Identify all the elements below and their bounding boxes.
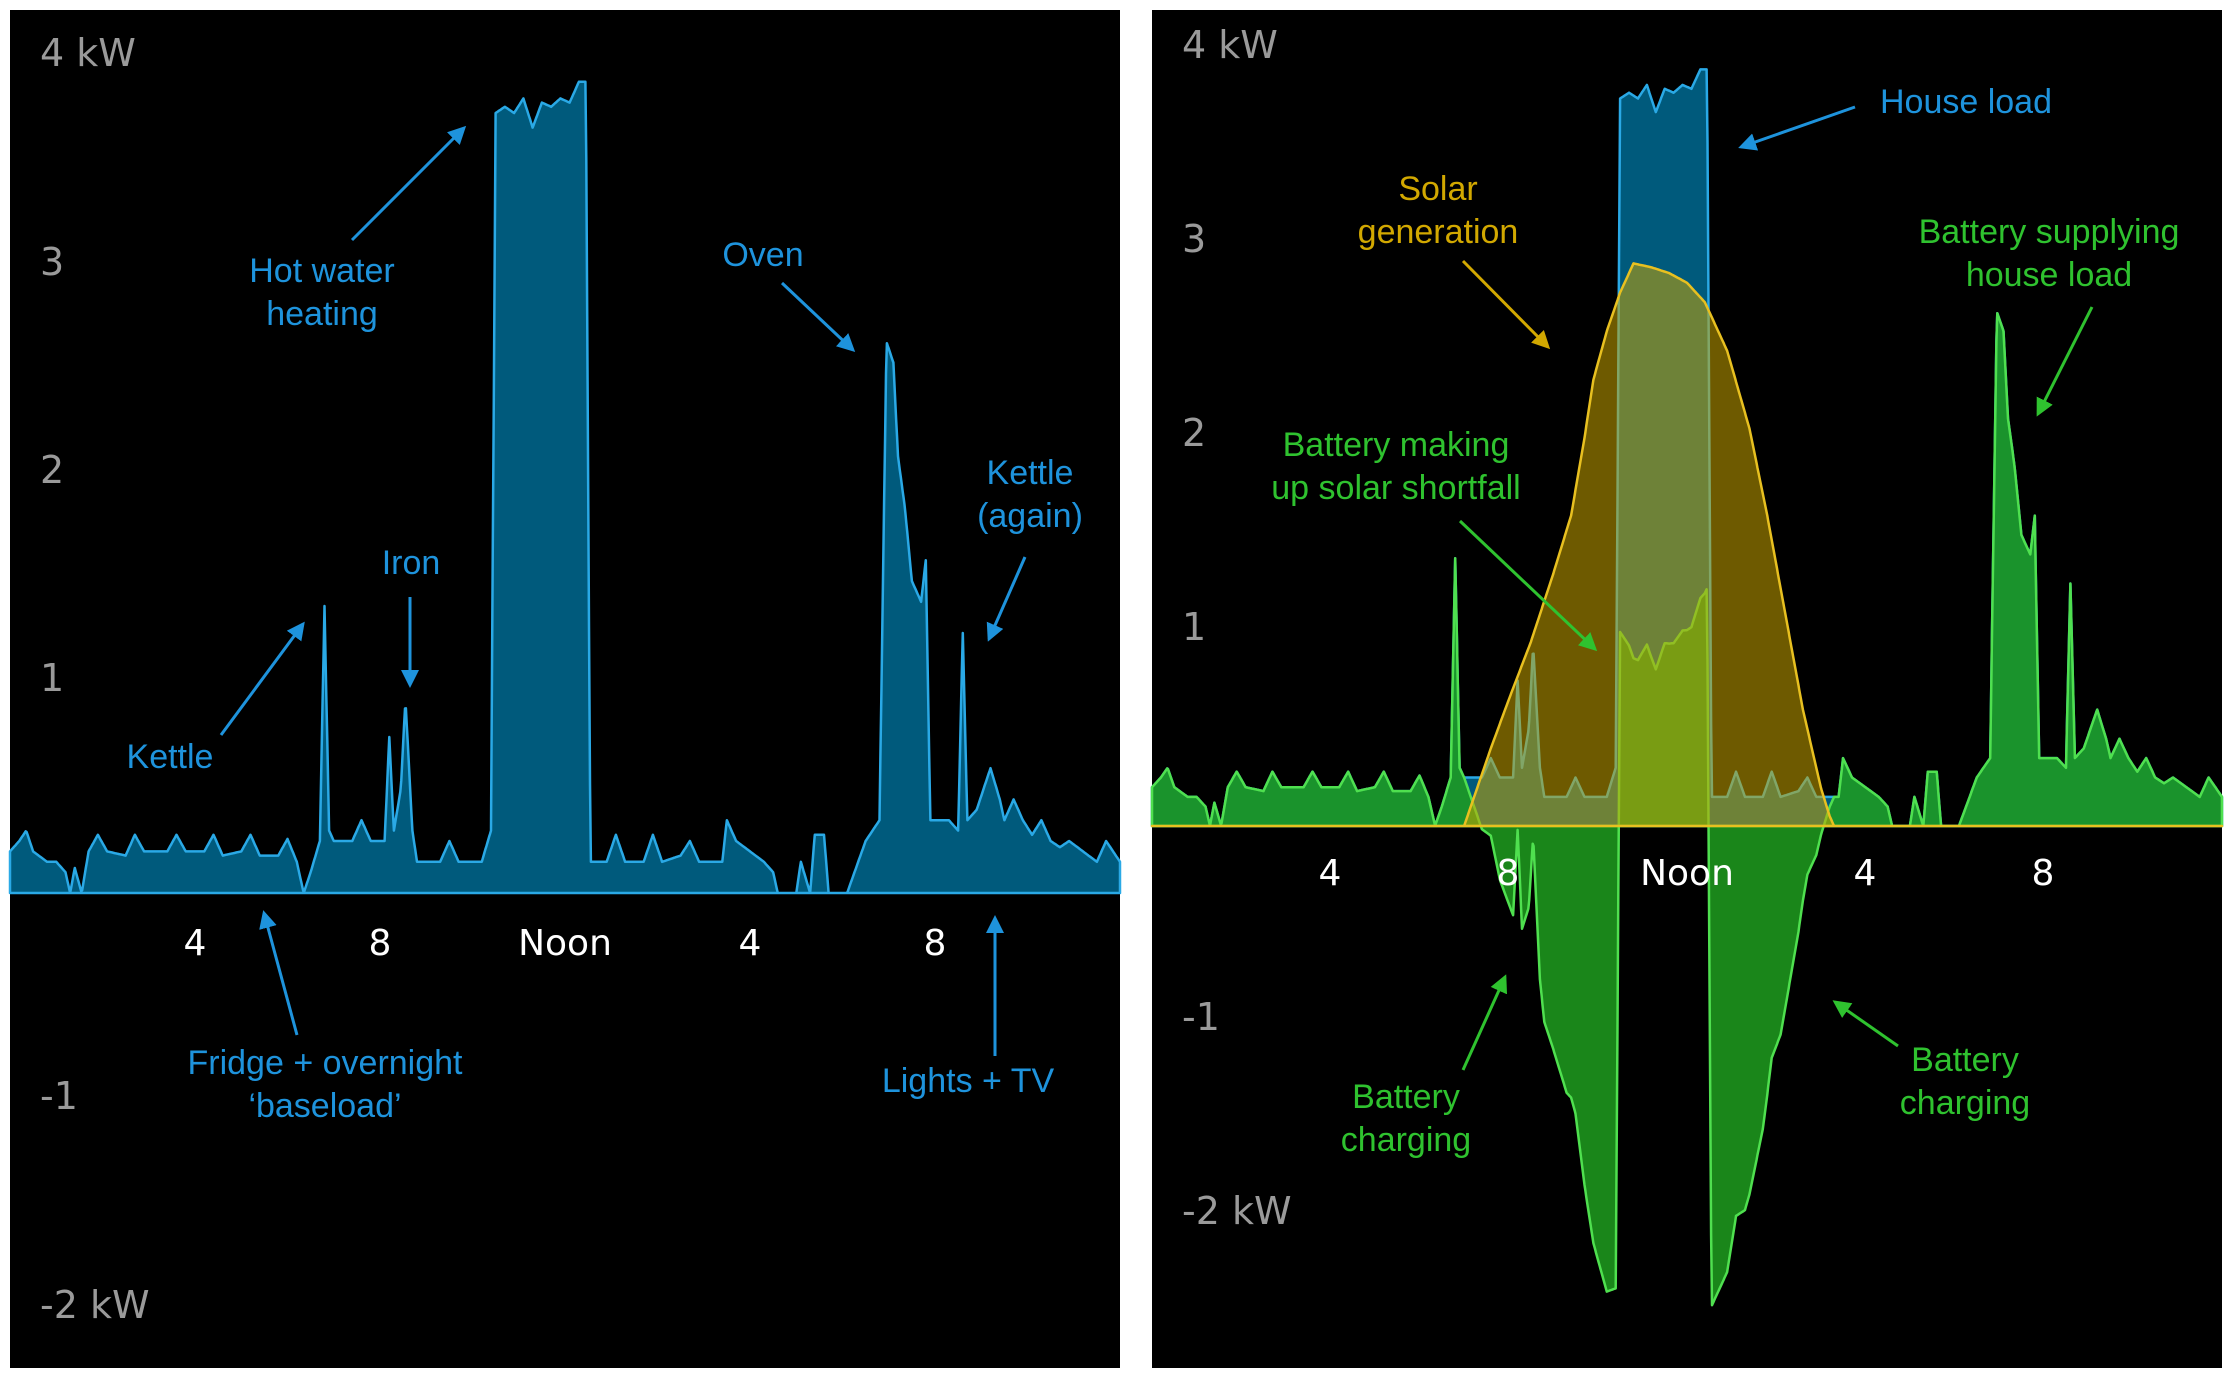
annotation-solar-line2: generation [1358, 213, 1519, 251]
y-tick-label: 2 [40, 448, 64, 492]
annotation-arrow [1461, 259, 1551, 350]
annotation-hot-water-line2: heating [266, 295, 378, 333]
annotation-battery-supplying-line1: Battery supplying [1919, 213, 2180, 251]
annotation-arrow [2036, 306, 2094, 417]
y-tick-label: 3 [1182, 217, 1206, 261]
annotation-iron: Iron [382, 544, 441, 582]
annotation-shortfall-line2: up solar shortfall [1271, 469, 1520, 507]
annotation-charging-left-line2: charging [1341, 1121, 1471, 1159]
y-tick-label: 4 kW [40, 31, 136, 75]
y-tick-label: -2 kW [40, 1283, 150, 1327]
x-tick-label: 8 [1497, 853, 1520, 894]
annotation-arrow [1461, 974, 1508, 1071]
annotation-house-load: House load [1880, 83, 2052, 121]
x-tick-label: 8 [2032, 853, 2055, 894]
x-tick-label: Noon [518, 923, 612, 964]
annotation-arrow [986, 556, 1027, 642]
house-load-chart: 4 kW 3 2 1 -1 -2 kW 4 8 Noon 4 8 Hot wat… [8, 10, 1122, 1368]
x-tick-label: 4 [739, 923, 762, 964]
annotation-arrow [1738, 105, 1856, 151]
annotation-shortfall-line1: Battery making [1283, 426, 1510, 464]
y-tick-label: -1 [40, 1074, 78, 1118]
x-tick-label: 4 [1854, 853, 1877, 894]
x-axis-labels: 4 8 Noon 4 8 [184, 923, 947, 964]
y-tick-label: 2 [1182, 411, 1206, 455]
chart-marks [1150, 68, 2224, 1307]
annotation-baseload-line2: ‘baseload’ [248, 1087, 401, 1125]
solar-battery-chart: 4 kW 3 2 1 -1 -2 kW 4 8 Noon 4 8 House l… [1150, 10, 2224, 1368]
y-tick-label: 1 [1182, 605, 1206, 649]
annotation-hot-water-line1: Hot water [249, 252, 395, 290]
y-tick-label: 1 [40, 656, 64, 700]
x-tick-label: Noon [1640, 853, 1734, 894]
x-axis-labels: 4 8 Noon 4 8 [1319, 853, 2055, 894]
annotation-arrow [780, 281, 856, 353]
annotation-kettle-again-line2: (again) [977, 497, 1083, 535]
annotations: House load Solar generation Battery supp… [1271, 83, 2179, 1159]
x-tick-label: 4 [1319, 853, 1342, 894]
y-tick-label: 4 kW [1182, 23, 1278, 67]
annotation-charging-right-line1: Battery [1911, 1041, 2019, 1079]
annotation-arrow [219, 621, 305, 736]
annotation-kettle: Kettle [127, 738, 214, 776]
annotation-lights-tv: Lights + TV [882, 1062, 1055, 1100]
y-axis-labels: 4 kW 3 2 1 -1 -2 kW [1182, 23, 1292, 1233]
annotation-charging-right-line2: charging [1900, 1084, 2030, 1122]
annotation-arrow [350, 125, 467, 242]
annotation-oven: Oven [722, 236, 803, 274]
y-axis-labels: 4 kW 3 2 1 -1 -2 kW [40, 31, 150, 1327]
annotation-charging-left-line1: Battery [1352, 1078, 1460, 1116]
y-tick-label: -1 [1182, 995, 1220, 1039]
chart-marks [8, 80, 1122, 895]
annotation-arrow [1458, 519, 1598, 652]
annotation-solar-line1: Solar [1398, 170, 1477, 208]
x-tick-label: 8 [369, 923, 392, 964]
annotation-battery-supplying-line2: house load [1966, 256, 2132, 294]
y-tick-label: -2 kW [1182, 1189, 1292, 1233]
x-tick-label: 8 [924, 923, 947, 964]
y-tick-label: 3 [40, 240, 64, 284]
annotation-arrow [1832, 1000, 1899, 1048]
house-load-area [8, 80, 1122, 895]
annotations: Hot water heating Oven Kettle (again) Ir… [127, 125, 1083, 1125]
x-tick-label: 4 [184, 923, 207, 964]
annotation-arrow [259, 910, 299, 1036]
annotation-kettle-again-line1: Kettle [987, 454, 1074, 492]
annotation-baseload-line1: Fridge + overnight [188, 1044, 464, 1082]
